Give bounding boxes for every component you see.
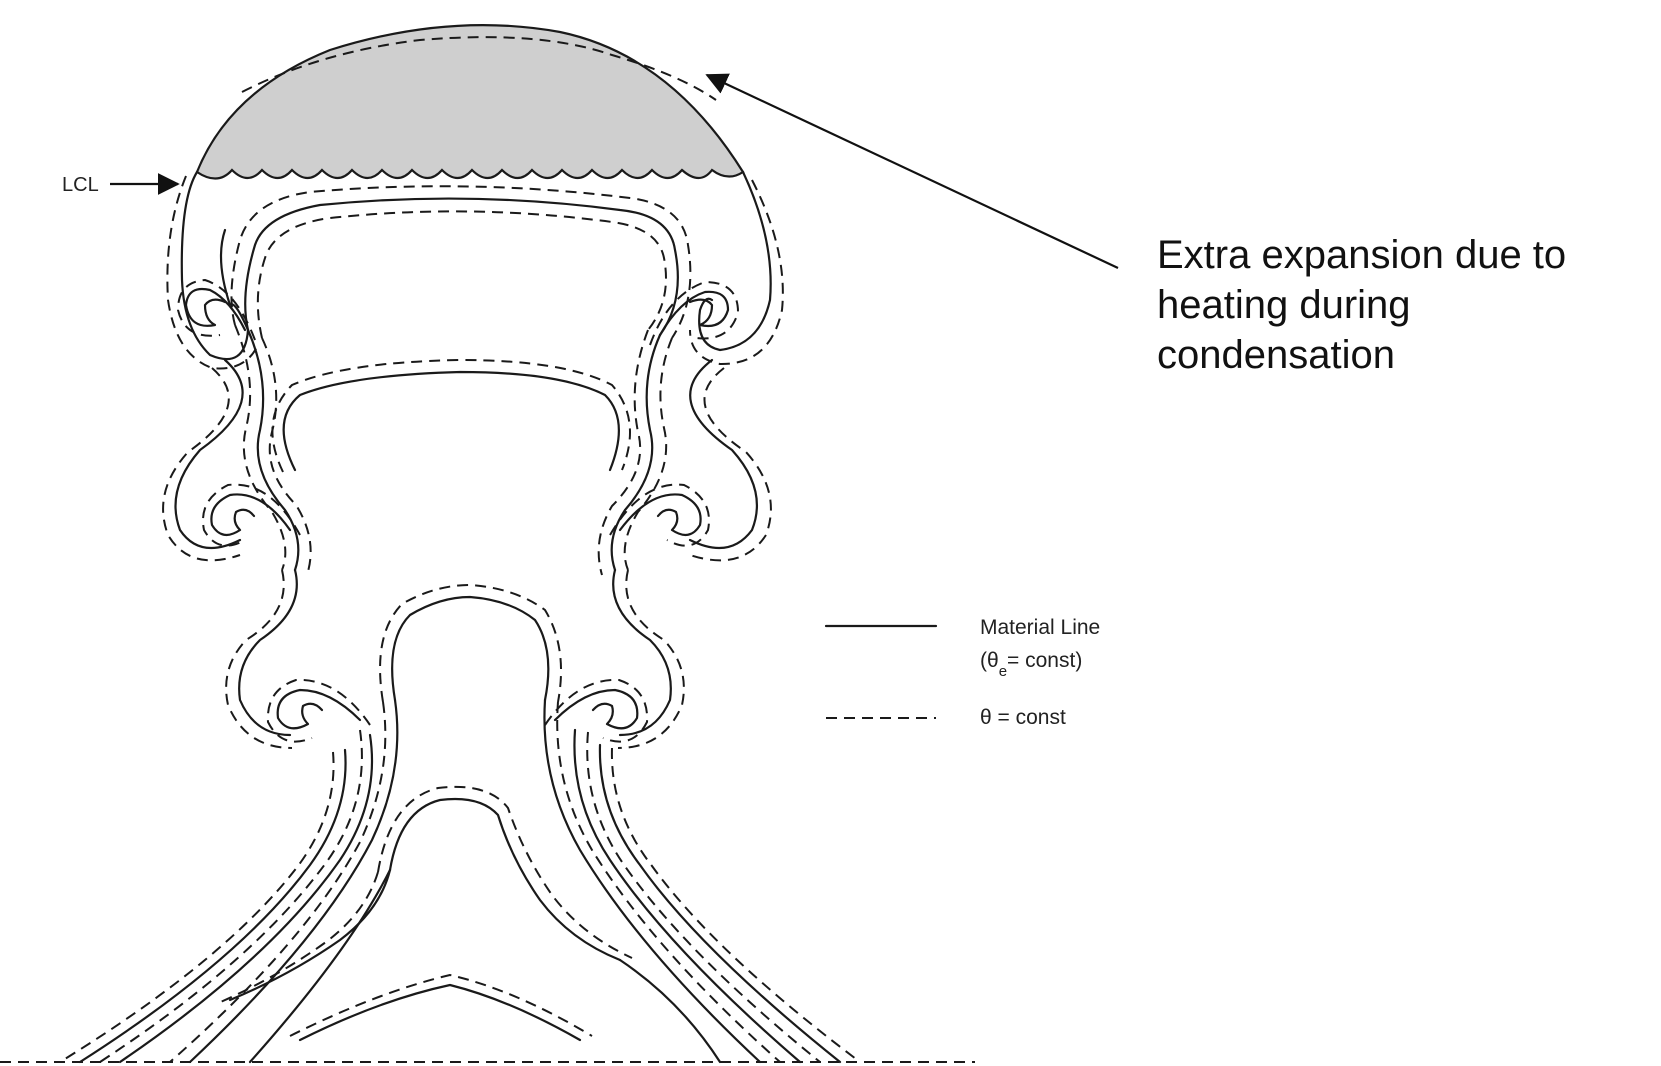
legend-solid-label: Material Line xyxy=(980,616,1100,639)
stem-middle-left xyxy=(248,330,298,570)
lcl-label: LCL xyxy=(62,174,99,196)
base-right-dash-1 xyxy=(557,702,780,1062)
curl-right-1-dash xyxy=(650,282,738,345)
base-right-solid-3 xyxy=(600,745,840,1062)
base-left-dash-2 xyxy=(60,752,334,1062)
ring2-material-line xyxy=(284,372,619,470)
curl-right-3-outer-dash xyxy=(618,570,684,748)
base-streamlines-right xyxy=(544,700,860,1062)
annotation-line-1: Extra expansion due to xyxy=(1157,233,1566,277)
stem-middle-right xyxy=(612,335,660,570)
lcl-marker: LCL xyxy=(62,174,178,196)
curl-left-1-dash xyxy=(178,280,255,340)
base-bump-dash xyxy=(290,975,592,1036)
stem-middle-left-dash xyxy=(262,338,311,575)
outer-theta-line-right xyxy=(690,180,783,364)
outer-material-line xyxy=(182,172,771,359)
cloud-cap-fill xyxy=(197,25,743,178)
vortex-ring-base xyxy=(216,787,632,1040)
vortex-curl-left-2 xyxy=(163,360,300,560)
curl-left-3-inner-dash xyxy=(268,680,370,742)
base-right-dash-3 xyxy=(612,748,860,1062)
vortex-curl-right-3 xyxy=(545,570,684,748)
annotation-line-2: heating during xyxy=(1157,283,1411,327)
ring1-material-line xyxy=(245,199,678,335)
curl-right-3-inner-dash xyxy=(545,680,647,742)
vortex-curl-left-1 xyxy=(178,280,255,340)
curl-left-2-outer-dash xyxy=(163,368,240,560)
vortex-ring-middle xyxy=(235,325,672,575)
ring3-theta-line xyxy=(380,585,561,702)
vortex-curl-right-1 xyxy=(650,282,738,345)
ring4-left-stem-dash xyxy=(216,872,378,1004)
curl-left-3-inner-solid xyxy=(278,690,360,728)
vortex-ring-lower xyxy=(380,585,561,702)
curl-right-1-solid xyxy=(660,292,728,335)
ring4-material-line xyxy=(390,799,620,960)
curl-right-3-outer-solid xyxy=(613,570,671,735)
vortex-ring-upper xyxy=(231,186,690,338)
legend-dashed-label: θ = const xyxy=(980,706,1066,729)
cloud-cap xyxy=(197,25,743,178)
annotation-arrow xyxy=(707,75,1118,268)
stem-middle-right-dash xyxy=(599,330,648,575)
vortex-curl-left-3 xyxy=(226,570,370,748)
base-streamlines-left xyxy=(60,700,397,1062)
curl-left-3-outer-dash xyxy=(226,570,292,748)
curl-left-2-inner-dash xyxy=(203,485,300,546)
base-left-dash-1 xyxy=(100,730,362,1062)
base-left-solid-1 xyxy=(120,735,372,1062)
ring2-theta-line xyxy=(272,360,630,472)
legend-solid-sublabel: (θe= const) xyxy=(980,649,1082,680)
base-right-solid-4 xyxy=(620,960,720,1062)
base-left-solid-2 xyxy=(80,750,346,1062)
base-left-dash-3 xyxy=(170,702,385,1062)
annotation-line-3: condensation xyxy=(1157,333,1395,377)
ring1-theta-line xyxy=(258,211,666,338)
legend: Material Line (θe= const) θ = const xyxy=(826,616,1100,729)
base-left-solid-3 xyxy=(190,700,397,1062)
base-right-solid-2 xyxy=(574,730,800,1062)
curl-right-3-inner-solid xyxy=(555,690,637,728)
ring3-material-line xyxy=(392,597,548,700)
annotation-note: Extra expansion due to heating during co… xyxy=(1157,233,1566,377)
base-right-dash-2 xyxy=(587,732,820,1062)
curl-right-2-outer-dash xyxy=(690,368,771,560)
curl-left-1-solid xyxy=(186,289,245,330)
